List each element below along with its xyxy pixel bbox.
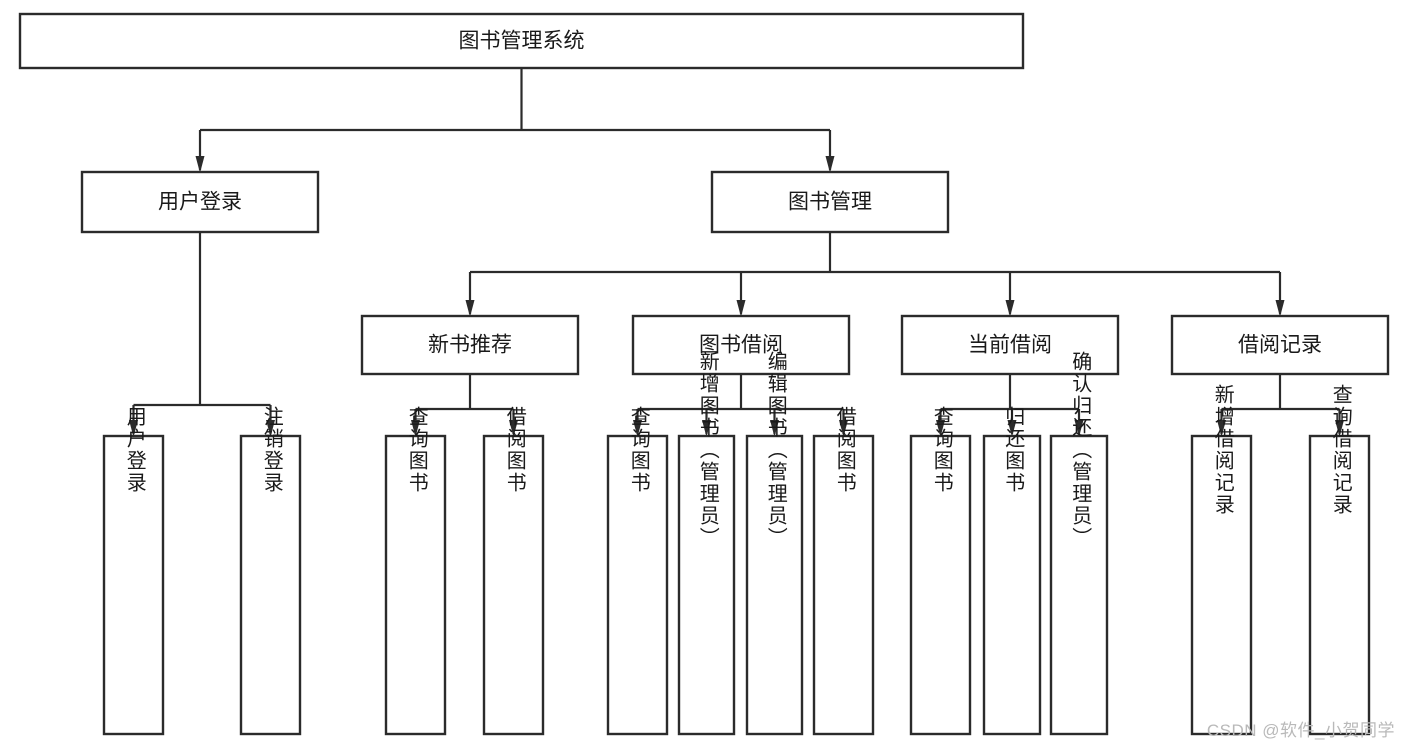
arrow-head-icon	[736, 300, 746, 317]
arrow-head-icon	[825, 156, 835, 173]
node-label: 查询图书	[405, 406, 428, 494]
arrow-head-icon	[129, 420, 138, 437]
node-label: 新书推荐	[428, 334, 512, 357]
arrow-head-icon	[1005, 300, 1015, 317]
arrow-head-icon	[839, 420, 848, 437]
arrow-head-icon	[1074, 420, 1084, 437]
arrow-head-icon	[266, 420, 275, 437]
node-leaf-user-logout[interactable]: 注销登录	[239, 406, 302, 736]
arrow-head-icon	[1275, 300, 1285, 317]
node-leaf-query-book-rec[interactable]: 查询图书	[384, 406, 447, 736]
node-label: 图书管理	[788, 191, 872, 214]
node-label: 借阅记录	[1238, 334, 1322, 357]
node-new-book-rec[interactable]: 新书推荐	[360, 314, 580, 376]
node-label: 图书借阅	[699, 334, 783, 357]
node-label: 查询借阅记录	[1329, 384, 1352, 516]
node-boxes-layer: 图书管理系统用户登录图书管理新书推荐图书借阅当前借阅借阅记录用户登录注销登录查询…	[18, 12, 1390, 736]
node-current-borrow[interactable]: 当前借阅	[900, 314, 1120, 376]
node-leaf-borrow-book-bo[interactable]: 借阅图书	[812, 406, 875, 736]
node-leaf-user-login[interactable]: 用户登录	[102, 406, 165, 736]
arrow-head-icon	[1007, 420, 1017, 437]
node-label: 借阅图书	[503, 406, 526, 494]
arrow-head-icon	[770, 420, 779, 437]
node-label: 新增借阅记录	[1211, 384, 1234, 516]
node-leaf-confirm-return[interactable]: 确认归还（管理员）	[1049, 351, 1109, 736]
node-label: 归还图书	[1002, 406, 1025, 494]
node-leaf-query-book-cur[interactable]: 查询图书	[909, 406, 972, 736]
node-user-login[interactable]: 用户登录	[80, 170, 320, 234]
node-label: 新增图书（管理员）	[696, 351, 719, 549]
node-root-root[interactable]: 图书管理系统	[18, 12, 1025, 70]
arrow-head-icon	[1217, 420, 1226, 437]
node-label: 用户登录	[123, 406, 146, 494]
node-label: 注销登录	[260, 406, 283, 494]
node-label: 用户登录	[158, 191, 242, 214]
node-book-manage[interactable]: 图书管理	[710, 170, 950, 234]
node-label: 确认归还（管理员）	[1069, 351, 1092, 549]
node-leaf-edit-book[interactable]: 编辑图书（管理员）	[745, 351, 804, 736]
connector-lines-layer	[129, 68, 1344, 437]
arrow-head-icon	[936, 420, 945, 437]
node-leaf-borrow-book-rec[interactable]: 借阅图书	[482, 406, 545, 736]
node-leaf-query-book-bo[interactable]: 查询图书	[606, 406, 669, 736]
arrow-head-icon	[702, 420, 711, 437]
arrow-head-icon	[195, 156, 205, 173]
arrow-head-icon	[411, 420, 420, 437]
node-label: 图书管理系统	[459, 30, 585, 53]
node-label: 查询图书	[930, 406, 953, 494]
arrow-head-icon	[1335, 420, 1344, 437]
arrow-head-icon	[509, 420, 518, 437]
node-book-borrow[interactable]: 图书借阅	[631, 314, 851, 376]
node-label: 借阅图书	[833, 406, 856, 494]
arrow-head-icon	[633, 420, 642, 437]
node-leaf-query-record[interactable]: 查询借阅记录	[1308, 384, 1371, 736]
node-leaf-add-record[interactable]: 新增借阅记录	[1190, 384, 1253, 736]
node-leaf-add-book[interactable]: 新增图书（管理员）	[677, 351, 736, 736]
node-label: 编辑图书（管理员）	[764, 351, 787, 549]
node-label: 查询图书	[627, 406, 650, 494]
node-borrow-record[interactable]: 借阅记录	[1170, 314, 1390, 376]
arrow-head-icon	[465, 300, 475, 317]
node-leaf-return-book[interactable]: 归还图书	[982, 406, 1042, 736]
node-label: 当前借阅	[968, 334, 1052, 357]
